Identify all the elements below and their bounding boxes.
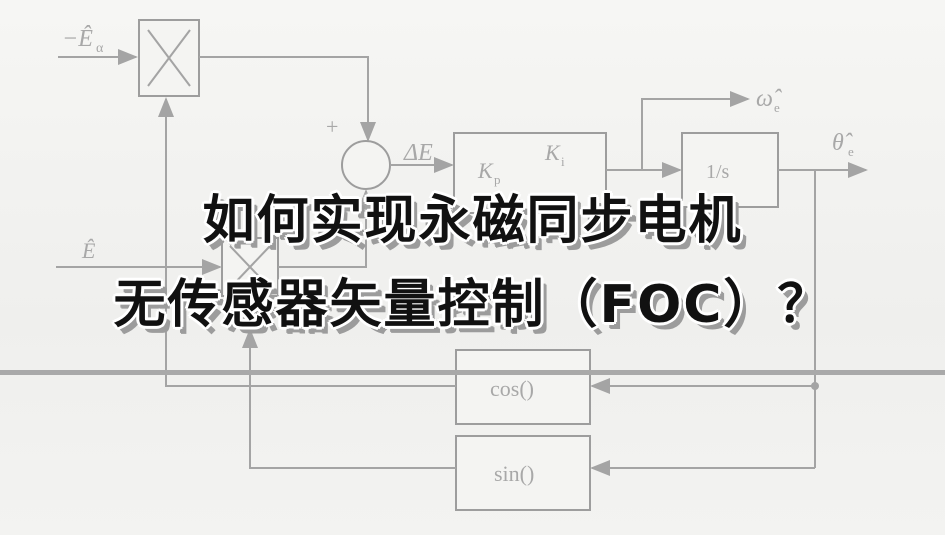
input-label-sub: α	[96, 41, 104, 56]
sin-block-label: sin()	[494, 461, 534, 486]
cos-block	[455, 349, 591, 425]
mult2-to-sum-wire	[278, 189, 374, 268]
mult-to-sum-wire	[199, 56, 376, 142]
ebeta-input-label: Ê	[81, 238, 96, 263]
sin-block	[455, 435, 591, 511]
delta-e-label: ΔE	[403, 140, 433, 166]
sin-to-mult2-wire	[242, 328, 456, 469]
pi-controller-block	[453, 132, 607, 214]
integrator-label: 1/s	[706, 161, 730, 183]
title-line-1: 如何实现永磁同步电机	[202, 191, 743, 251]
multiplier-cross	[147, 29, 191, 87]
input-label: −Ê	[62, 26, 93, 52]
ki-gain-sub: i	[561, 154, 565, 169]
title-line-2: 无传感器矢量控制（FOC）？	[113, 275, 832, 335]
integrator-block	[681, 132, 779, 208]
omega-output-sub: e	[774, 100, 780, 115]
multiplier-2-cross	[229, 245, 271, 289]
kp-gain-sub: p	[494, 172, 501, 187]
theta-output-sub: e	[848, 144, 854, 159]
ki-gain: K	[544, 140, 561, 165]
plus-sign: +	[326, 114, 338, 139]
kp-gain: K	[477, 158, 494, 183]
page-edge-line	[0, 370, 945, 375]
omega-branch-wire	[641, 91, 750, 170]
cos-block-label: cos()	[490, 376, 534, 401]
cos-to-mult-wire	[158, 97, 456, 387]
